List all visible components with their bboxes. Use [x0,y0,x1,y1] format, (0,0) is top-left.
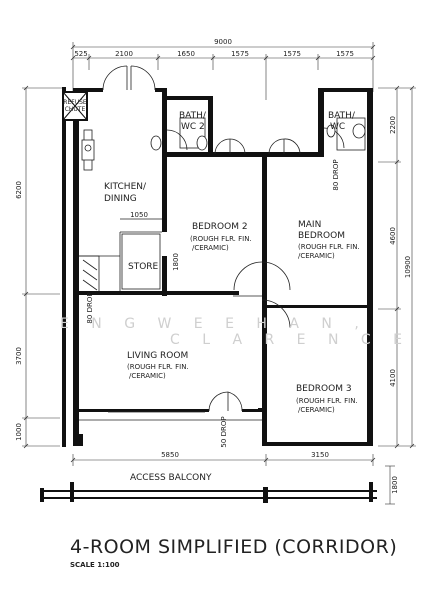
dim-top-segment: 1575 [336,50,354,58]
drop-note: 80 DROP [86,292,94,323]
room-label-bedroom3: /CERAMIC) [298,406,335,414]
room-label-bedroom2: (ROUGH FLR. FIN. [190,235,252,243]
interior-lines [79,117,366,421]
room-label-refuse-chute: REFUSE [63,99,87,106]
dim-top-segment: 1575 [283,50,301,58]
room-label-main-bedroom: /CERAMIC) [298,252,335,260]
room-label-bath2: BATH/ [179,111,207,121]
dim-right-total: 10900 [404,256,412,278]
room-label-bedroom3: (ROUGH FLR. FIN. [296,397,358,405]
dim-right: 2200 [389,116,397,134]
room-labels: BATH/ WC 2 BATH/ WC KITCHEN/ DINING 1050… [104,111,360,414]
dim-balcony: 1800 [391,476,399,494]
drop-note: 50 DROP [220,416,228,447]
dim-bottom: 3150 [311,451,329,459]
room-label-living: (ROUGH FLR. FIN. [127,363,189,371]
dim-right: 4100 [389,369,397,387]
room-label-kitchen: DINING [104,194,137,204]
watermark-line: C L A R E N C E [170,332,411,348]
drop-note: 80 DROP [332,159,340,190]
dim-top-segment: 2100 [115,50,133,58]
access-balcony: ACCESS BALCONY [40,473,377,503]
drop-notes: 80 DROP 80 DROP 50 DROP [86,159,340,447]
room-label-bath2: WC 2 [181,122,205,132]
dim-bottom: 5850 [161,451,179,459]
room-label-main-bedroom: BEDROOM [298,231,345,241]
room-label-refuse-chute: CHUTE [65,106,86,113]
dimension-ticks [23,44,415,463]
room-label-bath1: WC [330,122,345,132]
dim-top-segment: 1575 [231,50,249,58]
plan-title: 4-ROOM SIMPLIFIED (CORRIDOR) [70,536,398,558]
fixtures [81,123,366,161]
room-label-bath1: BATH/ [328,111,356,121]
door-symbols [102,65,345,412]
dim-right: 4600 [389,227,397,245]
dimension-lines [22,42,416,505]
watermark-line: E N G W E E H A N , [60,316,368,332]
access-balcony-label: ACCESS BALCONY [130,473,212,483]
dim-left: 1000 [15,423,23,441]
dim-top-total: 9000 [214,38,232,46]
room-label-living: LIVING ROOM [127,351,188,361]
plan-scale: SCALE 1:100 [70,561,120,569]
room-label-bedroom3: BEDROOM 3 [296,384,352,394]
room-label-main-bedroom: (ROUGH FLR. FIN. [298,243,360,251]
dim-top-segment: 1650 [177,50,195,58]
room-label-kitchen: KITCHEN/ [104,182,147,192]
dimension-labels: 9000 525 2100 1650 1575 1575 1575 6200 3… [15,38,412,494]
room-label-main-bedroom: MAIN [298,220,321,230]
refuse-chute: REFUSE CHUTE [62,91,88,121]
room-label-store: STORE [128,262,159,272]
room-label-living: /CERAMIC) [129,372,166,380]
dim-top-segment: 525 [74,50,87,58]
dim-kitchen-store: 1050 [130,211,148,219]
walls [62,87,373,447]
title-block: 4-ROOM SIMPLIFIED (CORRIDOR) SCALE 1:100 [70,536,400,569]
watermark: E N G W E E H A N , C L A R E N C E [60,316,411,348]
dim-left: 6200 [15,181,23,199]
room-label-bedroom2: /CERAMIC) [192,244,229,252]
room-label-bedroom2: BEDROOM 2 [192,222,248,232]
dim-store-height: 1800 [172,253,180,271]
dim-left: 3700 [15,347,23,365]
